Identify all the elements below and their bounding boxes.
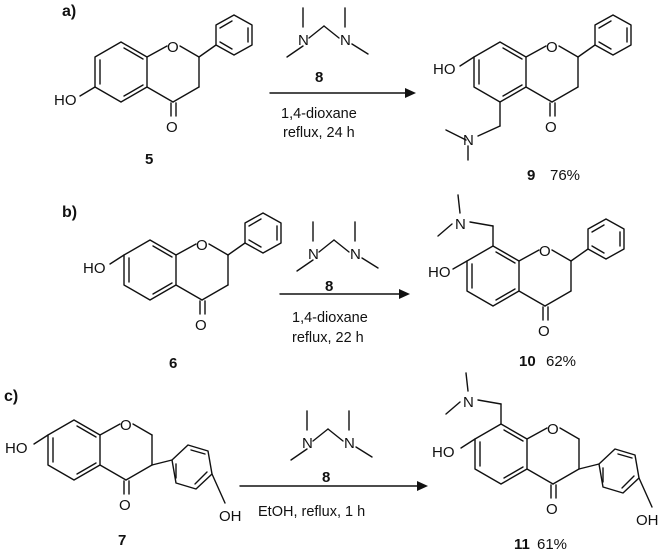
ring-oxygen: O — [167, 39, 179, 56]
phenyl-ring — [244, 212, 282, 254]
reagent-8-label: 8 — [315, 69, 323, 86]
compound-11-structure: O O HO N OH — [432, 372, 659, 529]
compound-11-label: 11 — [514, 536, 530, 553]
ring-oxygen: O — [196, 237, 208, 254]
keto-oxygen: O — [119, 497, 131, 514]
reagent-8-structure: N N — [290, 410, 373, 461]
reagent-8-structure: N N — [296, 221, 379, 272]
keto-oxygen: O — [195, 317, 207, 334]
ring-oxygen: O — [539, 243, 551, 260]
compound-10-structure: O O HO N — [428, 194, 625, 340]
panel-a: a) O O HO 5 — [54, 3, 632, 184]
arrow-head — [405, 88, 416, 98]
phenyl-ring — [594, 14, 632, 56]
keto-oxygen: O — [545, 119, 557, 136]
hydroxyl-group: HO — [83, 260, 106, 277]
keto-oxygen: O — [538, 323, 550, 340]
condition-solvent-time: EtOH, reflux, 1 h — [258, 504, 365, 520]
arrow-head — [399, 289, 410, 299]
compound-9-structure: O O HO N — [433, 14, 632, 161]
compound-7-label: 7 — [118, 532, 126, 549]
reagent-8-structure: N N — [286, 7, 369, 58]
compound-6-label: 6 — [169, 355, 177, 372]
phenol-ring — [171, 444, 213, 490]
phenyl-ring — [215, 14, 253, 56]
hydroxyl-group: HO — [54, 92, 77, 109]
compound-9-label: 9 — [527, 167, 535, 184]
benzo-ring — [474, 423, 528, 485]
amine-nitrogen: N — [463, 132, 474, 149]
condition-time: reflux, 22 h — [292, 330, 364, 346]
ring-oxygen: O — [546, 39, 558, 56]
compound-6-structure: O O HO — [83, 212, 282, 334]
reagent-8-label: 8 — [325, 278, 333, 295]
compound-9-yield: 76% — [550, 167, 580, 184]
phenol-hydroxyl: OH — [219, 508, 242, 525]
compound-5-label: 5 — [145, 151, 153, 168]
compound-5-structure: O O HO — [54, 14, 253, 136]
keto-oxygen: O — [166, 119, 178, 136]
panel-b: b) O O HO 6 — [62, 194, 625, 372]
condition-solvent: 1,4-dioxane — [281, 106, 357, 122]
compound-11-yield: 61% — [537, 536, 567, 553]
condition-time: reflux, 24 h — [283, 125, 355, 141]
panel-c: c) O O HO OH 7 — [4, 372, 659, 553]
compound-10-yield: 62% — [546, 353, 576, 370]
condition-solvent: 1,4-dioxane — [292, 310, 368, 326]
phenol-hydroxyl: OH — [636, 512, 659, 529]
benzo-ring — [123, 239, 177, 301]
reagent-nitrogen-2: N — [350, 246, 361, 263]
amine-nitrogen: N — [463, 394, 474, 411]
hydroxyl-group: HO — [433, 61, 456, 78]
ring-oxygen: O — [120, 417, 132, 434]
ring-oxygen: O — [547, 421, 559, 438]
reagent-nitrogen-1: N — [308, 246, 319, 263]
amine-nitrogen: N — [455, 216, 466, 233]
hydroxyl-group: HO — [428, 264, 451, 281]
compound-7-structure: O O HO OH — [5, 417, 242, 525]
benzo-ring — [94, 41, 148, 103]
panel-b-label: b) — [62, 204, 77, 221]
reagent-nitrogen-2: N — [340, 32, 351, 49]
reagent-nitrogen-1: N — [302, 435, 313, 452]
hydroxyl-group: HO — [5, 440, 28, 457]
panel-c-label: c) — [4, 388, 18, 405]
phenol-ring — [598, 448, 640, 494]
benzo-ring — [466, 245, 520, 307]
benzo-ring — [47, 419, 101, 481]
arrow-head — [417, 481, 428, 491]
reagent-nitrogen-2: N — [344, 435, 355, 452]
panel-a-label: a) — [62, 3, 76, 20]
hydroxyl-group: HO — [432, 444, 455, 461]
benzo-ring — [473, 41, 527, 103]
phenyl-ring — [587, 218, 625, 260]
keto-oxygen: O — [546, 501, 558, 518]
compound-10-label: 10 — [519, 353, 536, 370]
reagent-8-label: 8 — [322, 469, 330, 486]
reagent-nitrogen-1: N — [298, 32, 309, 49]
